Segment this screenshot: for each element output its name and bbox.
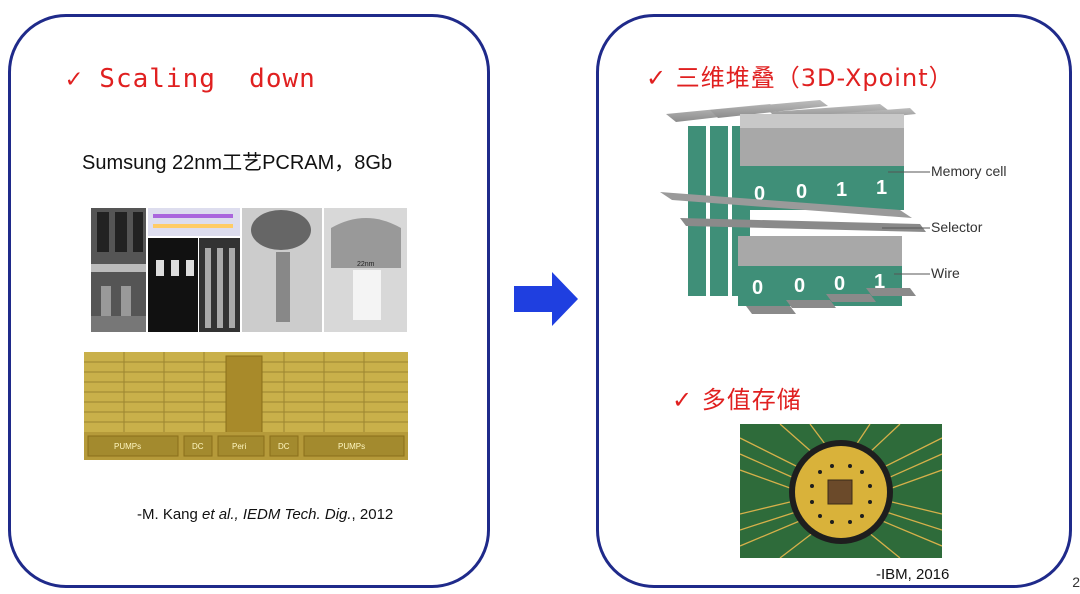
chip-label-pumps-right: PUMPs	[338, 442, 365, 451]
top-bit-1: 0	[754, 183, 765, 205]
ibm-chip-image	[740, 424, 942, 558]
multi-level-heading: ✓ 多值存储	[672, 386, 802, 414]
top-bit-4: 1	[876, 177, 887, 199]
page-number: 2	[1072, 574, 1080, 590]
chip-label-pumps-left: PUMPs	[114, 442, 141, 451]
right-arrow-icon	[514, 272, 578, 326]
svg-text:22nm: 22nm	[357, 261, 375, 268]
micrograph-strip-image: 22nm	[91, 208, 407, 332]
ibm-citation: -IBM, 2016	[876, 566, 950, 583]
3d-xpoint-heading: ✓ 三维堆叠（3D-Xpoint）	[646, 64, 954, 92]
3d-xpoint-diagram: 0 0 1 1 0 0 0 1 Memory cell Selector Wir…	[660, 100, 1006, 314]
top-bit-3: 1	[836, 179, 847, 201]
scaling-down-heading: ✓ Scaling down	[66, 64, 316, 94]
top-bit-2: 0	[796, 181, 807, 203]
chip-label-dc-right: DC	[278, 442, 290, 451]
selector-label: Selector	[931, 219, 983, 235]
bottom-bit-4: 1	[874, 271, 885, 293]
bottom-bit-3: 0	[834, 273, 845, 295]
chip-label-dc-left: DC	[192, 442, 204, 451]
chip-label-peri: Peri	[232, 442, 246, 451]
samsung-subtitle: Sumsung 22nm工艺PCRAM，8Gb	[82, 152, 393, 174]
wire-label: Wire	[931, 265, 960, 281]
bottom-bit-1: 0	[752, 277, 763, 299]
memory-cell-label: Memory cell	[931, 163, 1006, 179]
citation-year: , 2012	[351, 506, 394, 523]
citation-author: -M. Kang	[137, 506, 203, 523]
bottom-bit-2: 0	[794, 275, 805, 297]
citation-journal: et al., IEDM Tech. Dig.	[202, 506, 352, 523]
left-citation: -M. Kang et al., IEDM Tech. Dig., 2012	[137, 506, 393, 523]
chip-layout-image: PUMPs DC Peri DC PUMPs	[84, 352, 408, 460]
